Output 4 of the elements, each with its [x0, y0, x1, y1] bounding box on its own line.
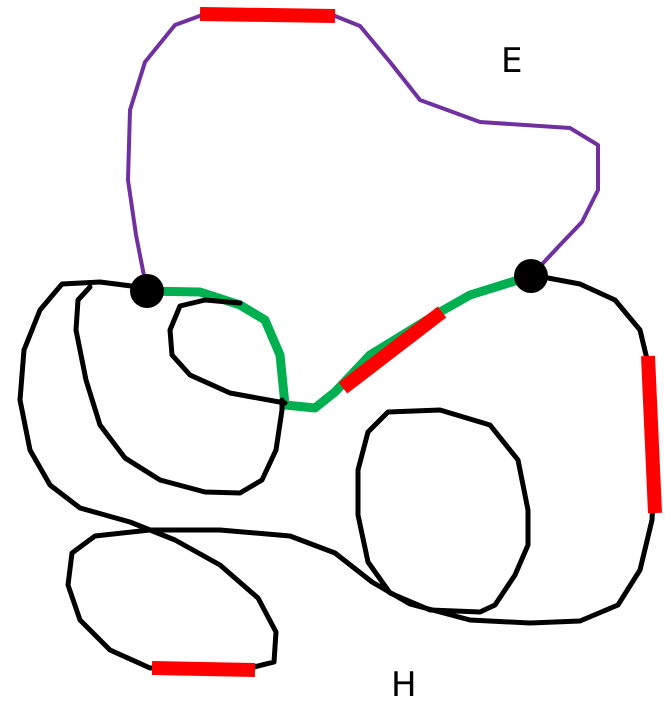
- region-label: E: [501, 44, 522, 78]
- junction-dot: [130, 274, 164, 308]
- junction-dot: [514, 259, 548, 293]
- region-label: H: [391, 668, 417, 702]
